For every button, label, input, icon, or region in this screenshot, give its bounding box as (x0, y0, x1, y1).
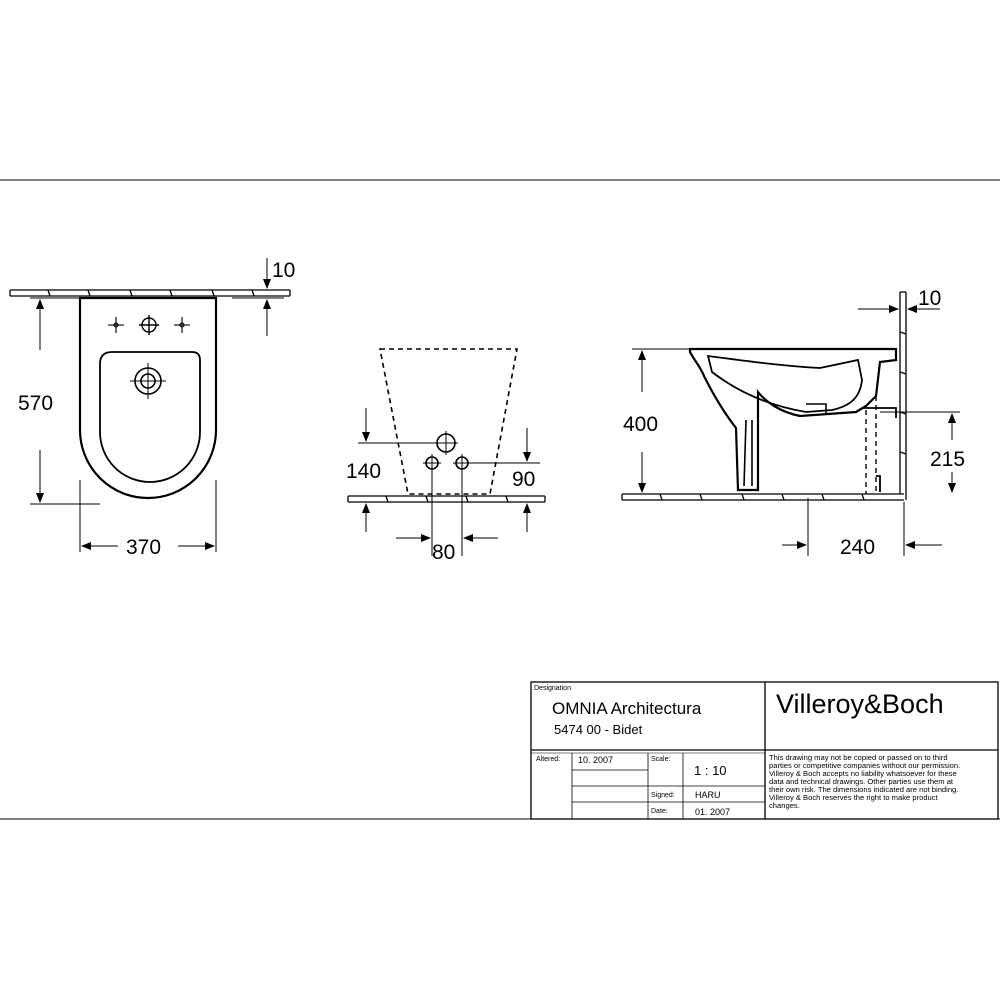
side-connection-pipe (865, 396, 877, 494)
side-view-wall (899, 291, 907, 500)
side-bidet-body (688, 347, 898, 492)
tap-hole-right-marker-icon (174, 317, 190, 333)
scale-label: Scale: (651, 756, 671, 763)
rear-tap-hole-center-icon (434, 431, 458, 455)
dim-rear-tap-height (358, 408, 436, 532)
product-code: 5474 00 - Bidet (554, 722, 643, 737)
disclaimer-line: data and technical drawings. Other parti… (769, 777, 954, 786)
dim-rear-hole-spacing-label: 80 (432, 541, 455, 564)
tap-hole-left-marker-icon (108, 317, 124, 333)
signed-value: HARU (695, 790, 721, 800)
front-view-wall (9, 289, 291, 297)
dim-side-height-label: 400 (623, 413, 658, 436)
side-rear-foot (862, 407, 897, 492)
side-bidet-inner-bowl (706, 354, 863, 413)
side-view-floor (621, 493, 904, 501)
dim-front-width-label: 370 (126, 536, 161, 559)
altered-value: 10. 2007 (578, 755, 613, 765)
dim-front-height (30, 297, 100, 505)
rear-view-floor (347, 495, 546, 503)
title-block: Designation OMNIA Architectura 5474 00 -… (530, 681, 999, 820)
altered-label: Altered: (536, 756, 560, 763)
dim-front-width (79, 480, 217, 552)
bidet-bowl-outline (99, 351, 201, 483)
dim-rear-side-hole-label: 90 (512, 468, 535, 491)
dim-rear-hole-spacing (396, 470, 498, 556)
side-bidet-trap (743, 403, 827, 487)
date-label: Date: (651, 808, 668, 815)
disclaimer-line: Villeroy & Boch reserves the right to ma… (769, 793, 939, 802)
disclaimer-line: parties or competitive companies without… (769, 761, 960, 770)
disclaimer-line: their own risk. The dimensions indicated… (769, 785, 958, 794)
dim-rear-side-hole (468, 428, 540, 532)
dim-side-connection-height-label: 215 (930, 448, 965, 471)
dim-side-height (632, 348, 690, 493)
rear-view: 140 90 80 (346, 348, 546, 564)
rear-bidet-outline (379, 348, 518, 495)
bidet-top-outline (78, 296, 218, 500)
disclaimer-line: Villeroy & Boch accepts no liability wha… (769, 769, 957, 778)
disclaimer-line: This drawing may not be copied or passed… (769, 753, 948, 762)
dim-front-wall-gap (232, 258, 284, 336)
designation-label: Designation (534, 685, 571, 692)
disclaimer-line: changes. (769, 801, 800, 810)
dim-front-height-label: 570 (18, 392, 53, 415)
dim-side-connection-depth (782, 498, 942, 556)
front-view: 570 370 10 (9, 258, 295, 559)
dim-side-wall-gap-label: 10 (918, 287, 941, 310)
rear-tap-hole-left-icon (423, 454, 441, 472)
date-value: 01. 2007 (695, 807, 730, 817)
drain-icon (130, 363, 166, 399)
dim-side-connection-depth-label: 240 (840, 536, 875, 559)
title-block-grid (530, 681, 999, 820)
scale-value: 1 : 10 (694, 763, 727, 778)
dim-front-wall-gap-label: 10 (272, 259, 295, 282)
dim-side-connection-height (880, 411, 960, 493)
tap-hole-center-icon (139, 315, 159, 335)
side-view: 400 10 215 240 (621, 287, 965, 559)
disclaimer-text: This drawing may not be copied or passed… (769, 753, 960, 810)
brand-logo-text: Villeroy&Boch (776, 689, 944, 719)
product-name: OMNIA Architectura (552, 699, 702, 718)
dim-rear-tap-height-label: 140 (346, 460, 381, 483)
signed-label: Signed: (651, 792, 675, 799)
